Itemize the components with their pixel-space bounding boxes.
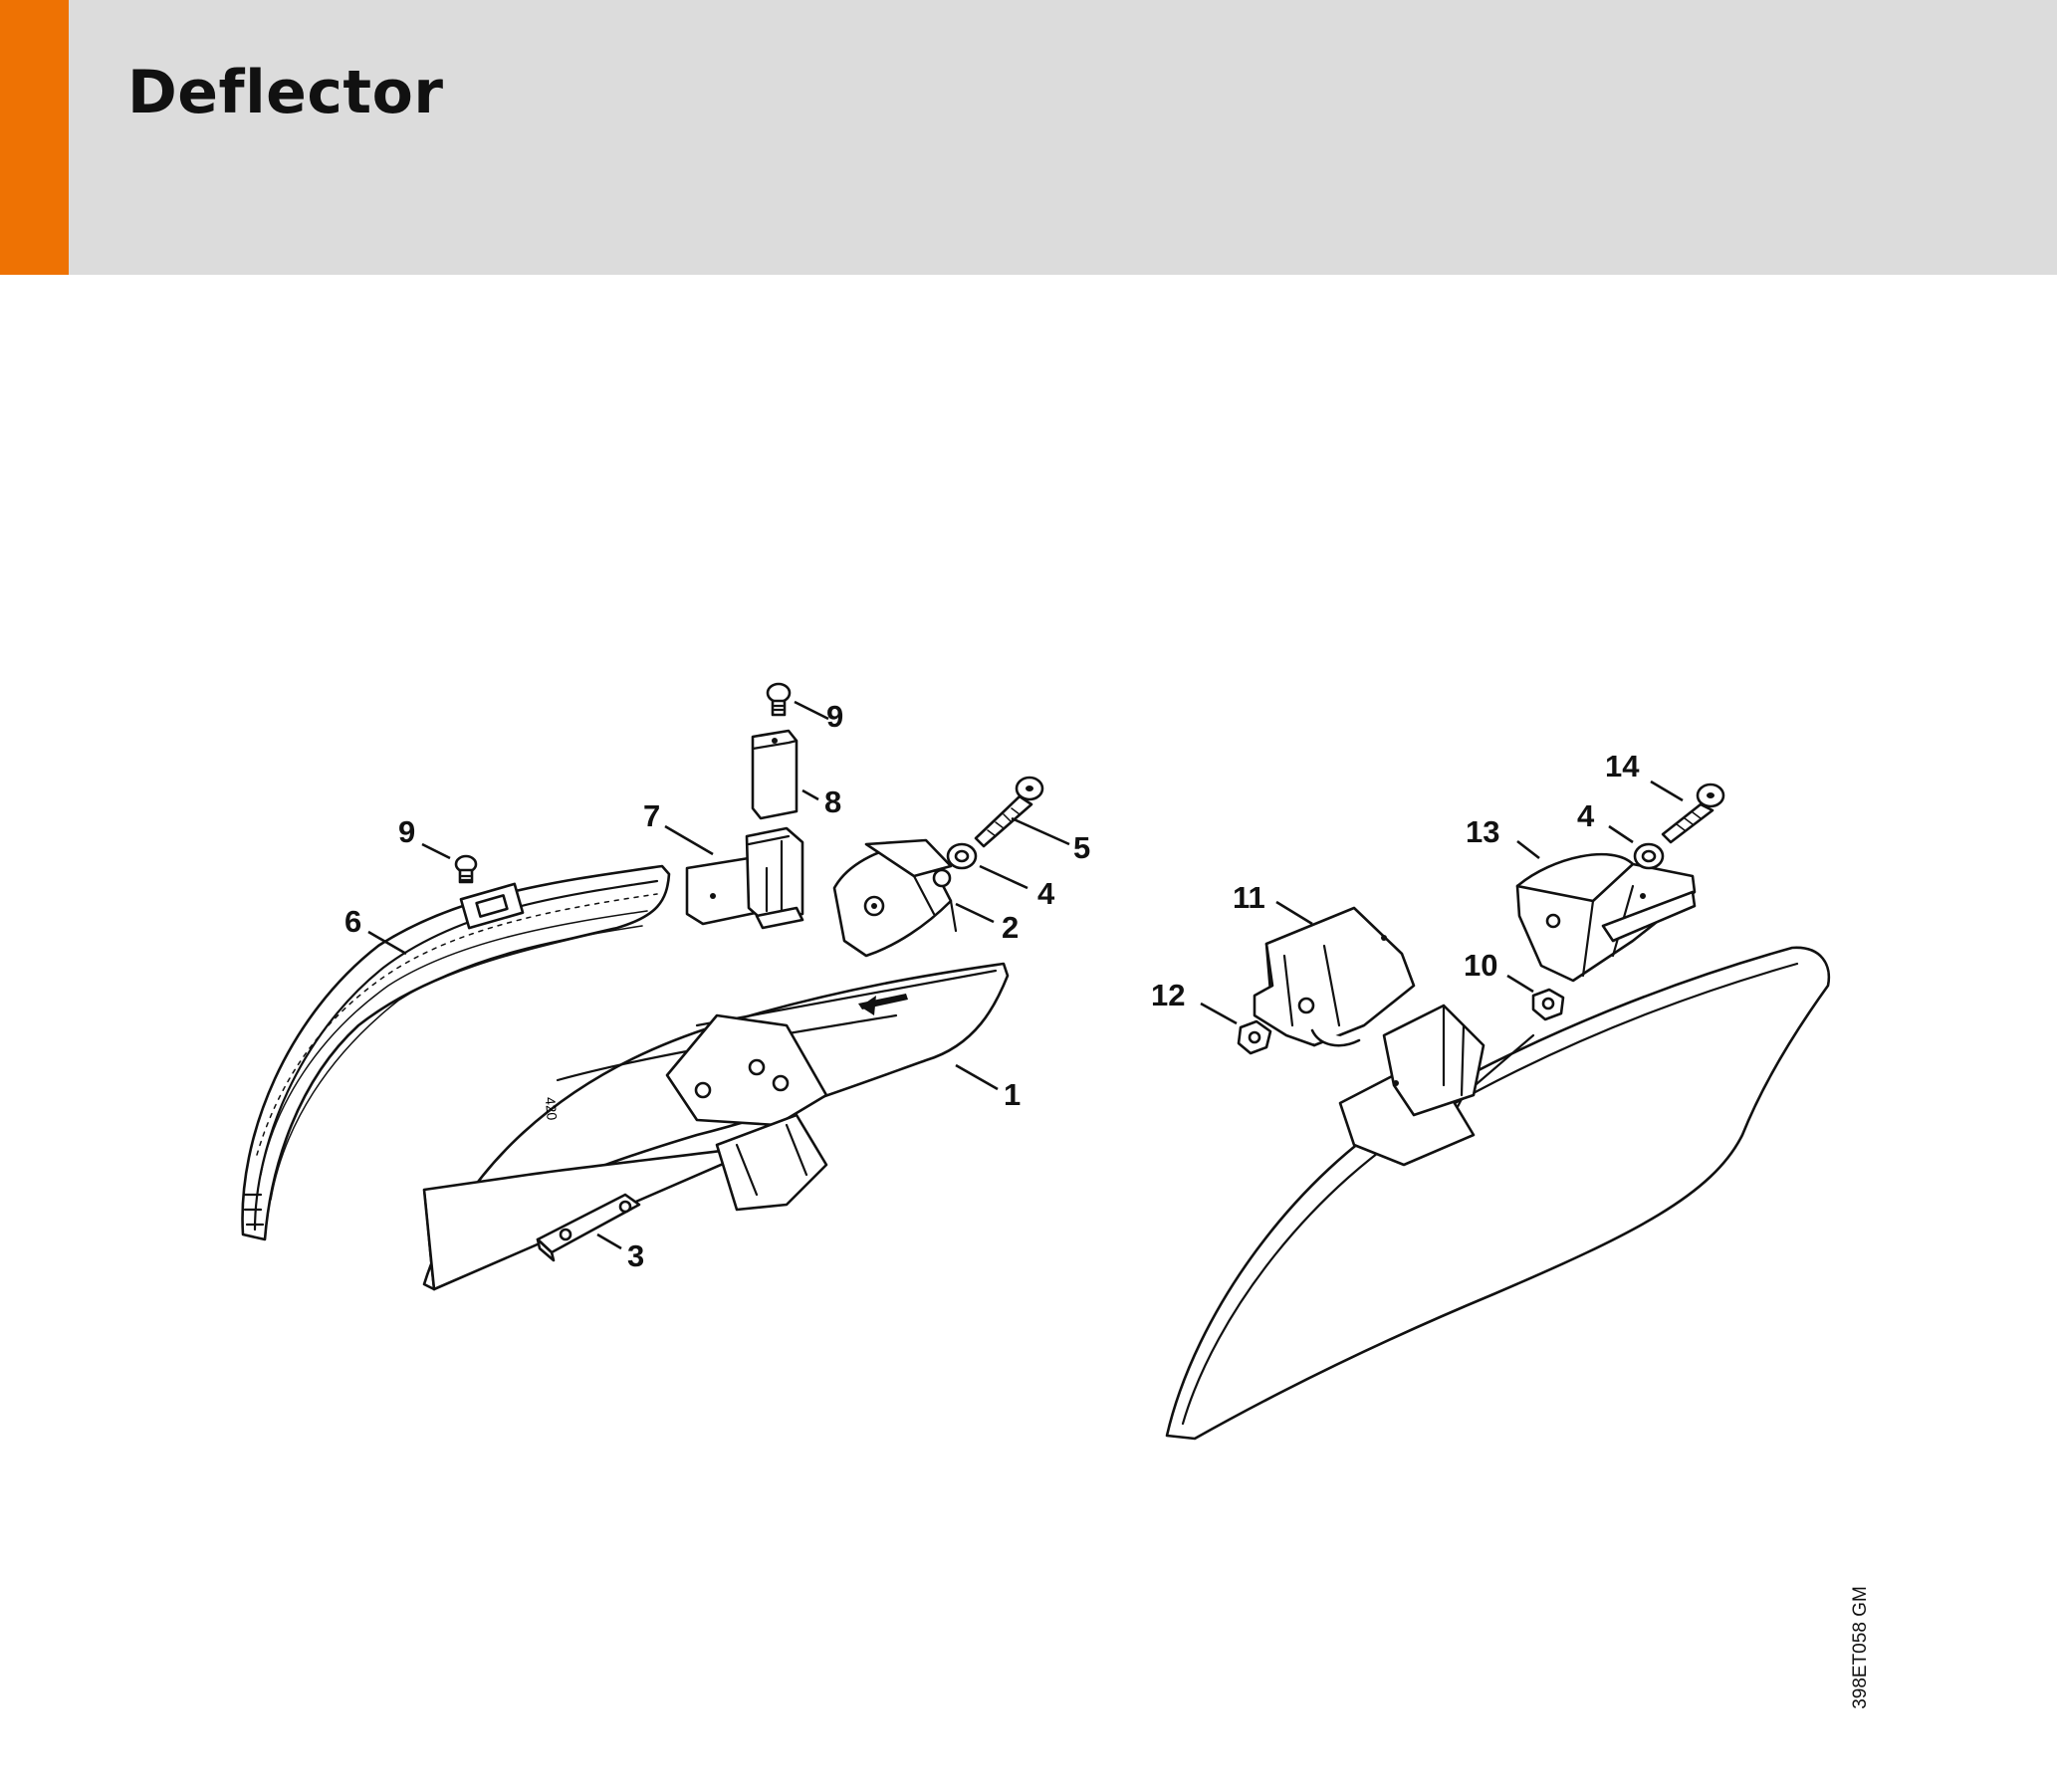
- callout-9-top: 9: [826, 699, 843, 734]
- callout-7: 7: [643, 798, 660, 833]
- part-2-clamp: [832, 838, 958, 958]
- part-14-screw: [1661, 783, 1725, 844]
- callout-4-right: 4: [1577, 798, 1595, 833]
- callout-8: 8: [824, 784, 841, 819]
- callout-14: 14: [1605, 749, 1640, 784]
- callout-5: 5: [1073, 830, 1090, 865]
- callout-6: 6: [344, 904, 361, 939]
- part-1-deflector: 420: [422, 962, 1010, 1291]
- part-right-deflector-shield: [1165, 946, 1831, 1441]
- drawing-code-label: 398ET058 GM: [1850, 1548, 1871, 1747]
- leader-lines: [367, 700, 1684, 1250]
- part-11-clamp: [1253, 906, 1416, 1047]
- part-8-blade: [751, 729, 799, 820]
- callout-3: 3: [627, 1238, 644, 1273]
- part-4-washer-left: [946, 842, 978, 870]
- svg-text:420: 420: [543, 1096, 561, 1121]
- page-title: Deflector: [127, 58, 444, 127]
- part-7-bracket: [685, 826, 804, 930]
- part-12-nut: [1237, 1019, 1272, 1055]
- part-9-screw-left: [454, 854, 478, 884]
- part-9-screw-top: [766, 682, 792, 717]
- part-6-limiter-strip: [241, 864, 671, 1241]
- callout-2: 2: [1002, 910, 1019, 945]
- part-13-clamp: [1515, 852, 1697, 983]
- callout-10: 10: [1464, 948, 1497, 983]
- callout-13: 13: [1466, 814, 1499, 849]
- part-4-washer-right: [1633, 842, 1665, 870]
- callout-1: 1: [1004, 1077, 1021, 1112]
- accent-bar: [0, 0, 69, 275]
- callout-11: 11: [1233, 880, 1265, 915]
- callout-12: 12: [1151, 978, 1185, 1012]
- drawing-code: 398ET058 GM: [1850, 1586, 1871, 1709]
- callout-4-left: 4: [1037, 876, 1055, 911]
- header-band: [0, 0, 2057, 275]
- part-3-clamp-plate: [536, 1193, 641, 1262]
- part-5-screw: [974, 776, 1044, 848]
- part-10-nut: [1531, 988, 1565, 1021]
- callout-9-left: 9: [398, 814, 415, 849]
